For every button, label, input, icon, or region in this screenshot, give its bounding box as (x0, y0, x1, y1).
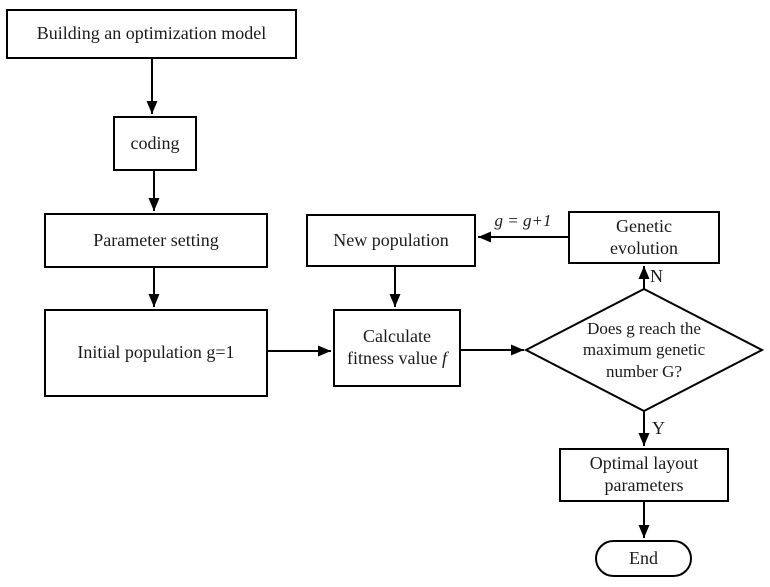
node-new-population: New population (306, 214, 476, 267)
node-label: Initial population g=1 (77, 342, 235, 363)
node-coding: coding (113, 116, 197, 171)
edge-label-no: N (650, 266, 663, 286)
node-label: Does g reach the maximum genetic number … (582, 319, 706, 381)
node-label: Genetic evolution (610, 215, 678, 258)
node-parameter-setting: Parameter setting (44, 213, 268, 268)
edge-label-g-increment: g = g+1 (494, 211, 552, 230)
node-decision: Does g reach the maximum genetic number … (563, 311, 725, 389)
node-building-optimization-model: Building an optimization model (6, 9, 297, 59)
node-label: Parameter setting (93, 229, 219, 250)
node-genetic-evolution: Genetic evolution (568, 211, 720, 264)
calc-line-2: fitness value f (347, 348, 447, 368)
node-initial-population: Initial population g=1 (44, 309, 268, 397)
edge-label-yes: Y (652, 418, 665, 438)
node-label: New population (333, 229, 449, 250)
node-calculate-fitness: Calculate fitness value f (333, 309, 461, 387)
node-label: Building an optimization model (36, 23, 267, 44)
node-optimal-layout-parameters: Optimal layout parameters (559, 448, 729, 502)
node-label: Calculate fitness value f (347, 326, 447, 370)
node-label: End (629, 547, 658, 568)
node-end-terminator: End (595, 540, 692, 577)
node-label: coding (130, 132, 180, 153)
node-label: Optimal layout parameters (589, 453, 699, 495)
calc-line-1: Calculate (363, 326, 431, 347)
fitness-symbol: f (441, 348, 447, 368)
